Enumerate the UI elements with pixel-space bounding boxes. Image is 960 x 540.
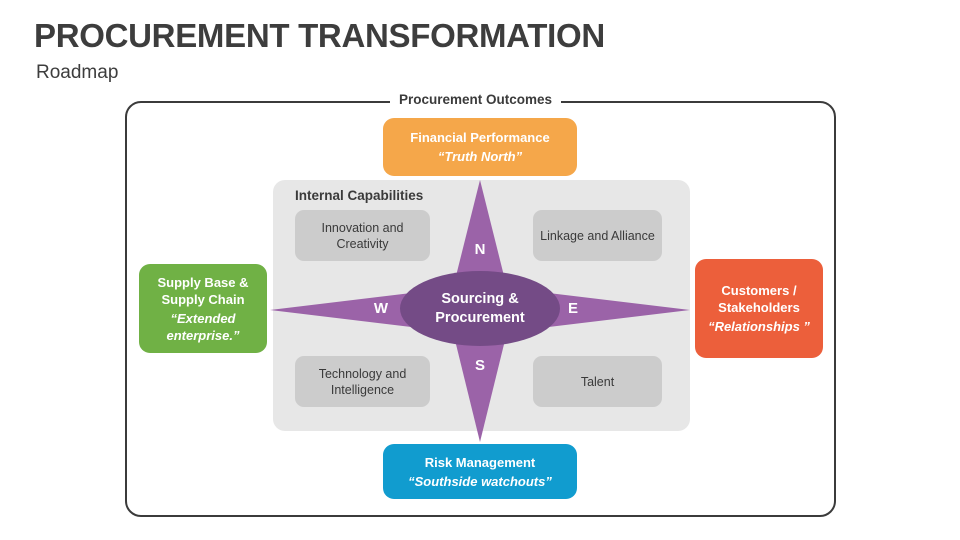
capability-tile-talent[interactable]: Talent [533,356,662,407]
outcome-card-title: Customers / Stakeholders [718,283,800,315]
outcome-card-title: Risk Management [424,454,536,470]
outcome-card-quote: “Southside watchouts” [408,473,552,489]
page-title: PROCUREMENT TRANSFORMATION [34,17,605,54]
internal-capabilities-label: Internal Capabilities [295,188,424,203]
outcome-card-quote: “Extended enterprise.” [166,310,240,343]
outcome-card-title: Financial Performance [410,130,550,145]
compass-point-north: N [474,241,486,258]
outcome-card-customers-stakeholders[interactable]: Customers / Stakeholders “Relationships … [695,259,823,358]
capability-tile-technology[interactable]: Technology and Intelligence [295,356,430,407]
outcome-card-title: Supply Base & Supply Chain [157,274,249,307]
capability-tile-innovation[interactable]: Innovation and Creativity [295,210,430,261]
outcome-card-quote: “Relationships ” [708,319,810,334]
outcome-card-quote: “Truth North” [437,149,523,164]
procurement-outcomes-label: Procurement Outcomes [390,90,562,110]
compass-point-east: E [567,300,578,317]
page-subtitle: Roadmap [36,62,119,83]
sourcing-procurement-hub[interactable]: Sourcing & Procurement [400,271,560,346]
compass-point-west: W [373,300,389,317]
sourcing-procurement-hub-label: Sourcing & Procurement [435,290,525,326]
outcome-card-risk-management[interactable]: Risk Management “Southside watchouts” [383,444,577,499]
outcome-card-supply-base[interactable]: Supply Base & Supply Chain “Extended ent… [139,264,267,353]
compass-point-south: S [474,357,485,374]
outcome-card-financial-performance[interactable]: Financial Performance “Truth North” [383,118,577,176]
capability-tile-linkage[interactable]: Linkage and Alliance [533,210,662,261]
